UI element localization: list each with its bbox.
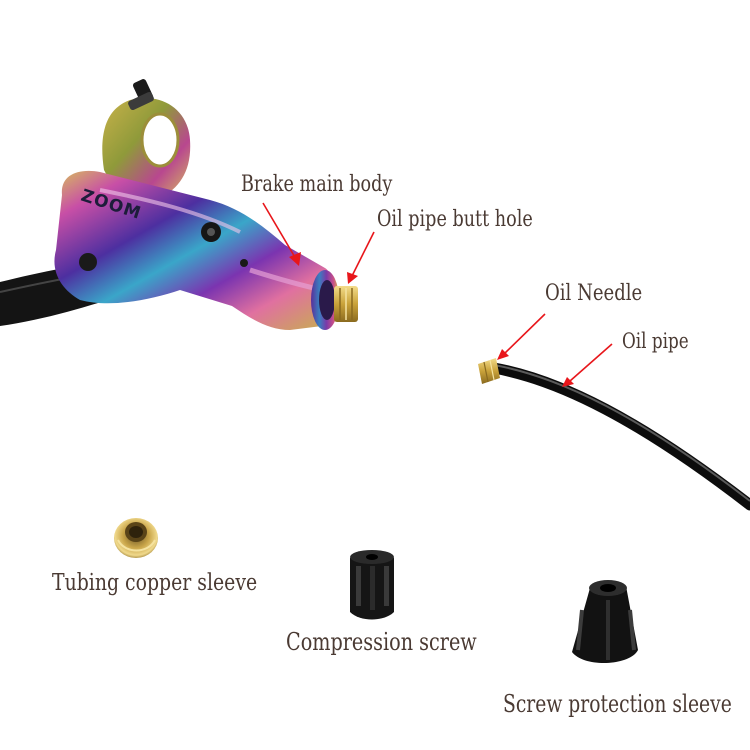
label-oil-needle: Oil Needle (545, 281, 643, 306)
copper-sleeve-illustration (114, 518, 158, 558)
arrow-oil-pipe-butt-hole (347, 231, 375, 284)
arrow-oil-needle (497, 313, 546, 360)
master-cylinder-body (54, 170, 335, 330)
arrow-oil-pipe (562, 343, 613, 387)
lower-screw (79, 253, 97, 271)
screw-protection-sleeve (572, 586, 638, 664)
oil-needle (478, 358, 500, 384)
oil-pipe (488, 362, 750, 511)
pointer-arrows (262, 202, 613, 387)
oil-pipe-illustration (478, 358, 750, 511)
label-brake-main-body: Brake main body (241, 172, 393, 197)
label-oil-pipe: Oil pipe (622, 329, 689, 353)
clamp-hole (142, 114, 178, 166)
arrow-brake-main-body (262, 202, 301, 266)
label-screw-protection-sleeve: Screw protection sleeve (503, 690, 732, 718)
compression-screw-illustration (350, 550, 394, 620)
label-compression-screw: Compression screw (286, 628, 477, 656)
brake-main-body-illustration: ZOOM (0, 79, 358, 330)
label-tubing-copper-sleeve: Tubing copper sleeve (52, 570, 258, 596)
protection-sleeve-illustration (572, 580, 638, 664)
label-oil-pipe-butt-hole: Oil pipe butt hole (377, 207, 533, 232)
